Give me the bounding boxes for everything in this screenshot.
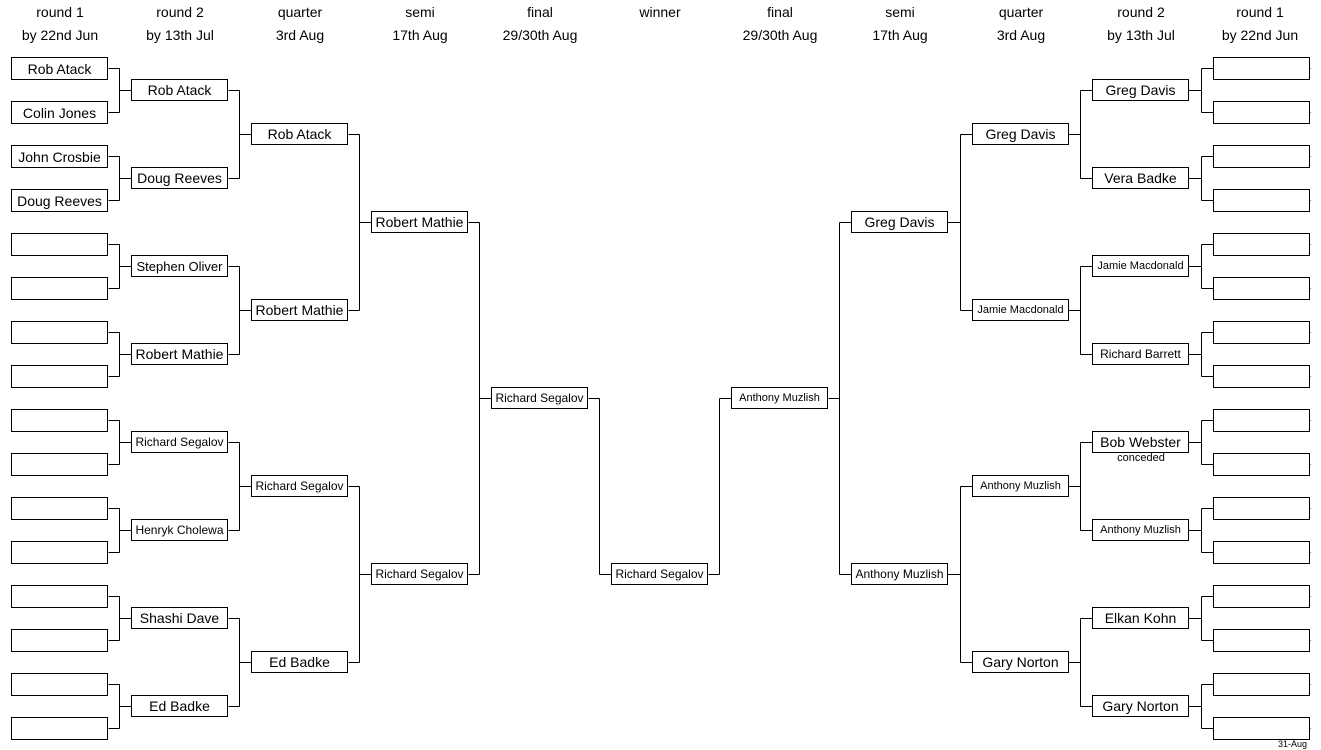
left-quarter-slot: Robert Mathie (251, 299, 348, 321)
right-round2-slot: Gary Norton (1092, 695, 1189, 717)
header-round-label: final (767, 4, 793, 20)
header-left-final: final 29/30th Aug (480, 1, 600, 47)
right-round1-slot (1213, 585, 1310, 608)
header-round-label: semi (885, 4, 915, 20)
winner-slot: Richard Segalov (611, 563, 708, 585)
left-round1-slot (11, 673, 108, 696)
header-date-label: by 13th Jul (146, 27, 214, 43)
right-quarter-slot: Gary Norton (972, 651, 1069, 673)
header-date-label: 29/30th Aug (502, 27, 578, 43)
header-date-label: by 22nd Jun (21, 27, 99, 43)
header-round-label: round 2 (156, 4, 204, 20)
right-round1-slot (1213, 189, 1310, 212)
right-round1-slot (1213, 453, 1310, 476)
left-quarter-slot: Ed Badke (251, 651, 348, 673)
header-round-label: final (527, 4, 553, 20)
header-round-label: round 1 (36, 4, 84, 20)
left-round2-slot: Shashi Dave (131, 607, 228, 629)
left-round2-slot: Henryk Cholewa (131, 519, 228, 541)
header-date-label: 17th Aug (392, 27, 448, 43)
header-round-label: quarter (277, 4, 323, 20)
left-round1-slot (11, 585, 108, 608)
header-right-semi: semi 17th Aug (840, 1, 960, 47)
conceded-note: conceded (1117, 452, 1165, 464)
left-round1-slot: Doug Reeves (11, 189, 108, 212)
header-winner: winner (600, 1, 720, 24)
left-round1-slot (11, 365, 108, 388)
right-round1-slot (1213, 497, 1310, 520)
header-date-label: 3rd Aug (275, 27, 325, 43)
right-round1-slot (1213, 629, 1310, 652)
right-quarter-slot: Jamie Macdonald (972, 299, 1069, 321)
right-round1-slot (1213, 101, 1310, 124)
right-round2-slot: Bob Webster (1092, 431, 1189, 453)
header-date-label: 17th Aug (872, 27, 928, 43)
right-round1-slot (1213, 673, 1310, 696)
header-round-label: round 2 (1117, 4, 1165, 20)
left-round2-slot: Richard Segalov (131, 431, 228, 453)
right-round2-slot: Richard Barrett (1092, 343, 1189, 365)
left-round1-slot (11, 629, 108, 652)
header-round-label: semi (405, 4, 435, 20)
left-round1-slot (11, 717, 108, 740)
header-date-label: 29/30th Aug (742, 27, 818, 43)
header-date-label: 3rd Aug (996, 27, 1046, 43)
left-semi-slot: Robert Mathie (371, 211, 468, 233)
left-round2-slot: Rob Atack (131, 79, 228, 101)
header-right-round2: round 2 by 13th Jul (1081, 1, 1201, 47)
right-round1-slot (1213, 541, 1310, 564)
left-semi-slot: Richard Segalov (371, 563, 468, 585)
header-left-semi: semi 17th Aug (360, 1, 480, 47)
right-round1-slot (1213, 233, 1310, 256)
left-round2-slot: Ed Badke (131, 695, 228, 717)
left-round1-slot (11, 541, 108, 564)
header-right-quarter: quarter 3rd Aug (961, 1, 1081, 47)
header-round-label: round 1 (1236, 4, 1284, 20)
left-round2-slot: Robert Mathie (131, 343, 228, 365)
right-round2-slot: Greg Davis (1092, 79, 1189, 101)
header-left-round2: round 2 by 13th Jul (120, 1, 240, 47)
right-quarter-slot: Anthony Muzlish (972, 475, 1069, 497)
left-round1-slot (11, 453, 108, 476)
right-round1-slot (1213, 145, 1310, 168)
right-round1-slot (1213, 365, 1310, 388)
left-round1-slot: John Crosbie (11, 145, 108, 168)
right-round2-slot: Jamie Macdonald (1092, 255, 1189, 277)
right-semi-slot: Anthony Muzlish (851, 563, 948, 585)
header-round-label: quarter (998, 4, 1044, 20)
right-quarter-slot: Greg Davis (972, 123, 1069, 145)
left-round1-slot: Rob Atack (11, 57, 108, 80)
left-round2-slot: Stephen Oliver (131, 255, 228, 277)
right-round1-slot (1213, 277, 1310, 300)
right-round2-slot: Vera Badke (1092, 167, 1189, 189)
right-round1-slot (1213, 409, 1310, 432)
left-round1-slot (11, 321, 108, 344)
right-final-slot: Anthony Muzlish (731, 387, 828, 409)
right-round2-slot: Elkan Kohn (1092, 607, 1189, 629)
header-left-quarter: quarter 3rd Aug (240, 1, 360, 47)
left-round1-slot: Colin Jones (11, 101, 108, 124)
header-left-round1: round 1 by 22nd Jun (0, 1, 120, 47)
header-date-label: by 22nd Jun (1221, 27, 1299, 43)
left-round2-slot: Doug Reeves (131, 167, 228, 189)
header-date-label: by 13th Jul (1107, 27, 1175, 43)
left-quarter-slot: Rob Atack (251, 123, 348, 145)
header-right-final: final 29/30th Aug (720, 1, 840, 47)
header-right-round1: round 1 by 22nd Jun (1200, 1, 1320, 47)
left-round1-slot (11, 277, 108, 300)
header-round-label: winner (639, 4, 681, 20)
left-round1-slot (11, 409, 108, 432)
left-round1-slot (11, 233, 108, 256)
right-round1-slot (1213, 321, 1310, 344)
right-round2-slot: Anthony Muzlish (1092, 519, 1189, 541)
date-stamp: 31-Aug (1277, 739, 1307, 749)
right-semi-slot: Greg Davis (851, 211, 948, 233)
right-round1-slot (1213, 57, 1310, 80)
left-final-slot: Richard Segalov (491, 387, 588, 409)
left-quarter-slot: Richard Segalov (251, 475, 348, 497)
right-round1-slot (1213, 717, 1310, 740)
left-round1-slot (11, 497, 108, 520)
